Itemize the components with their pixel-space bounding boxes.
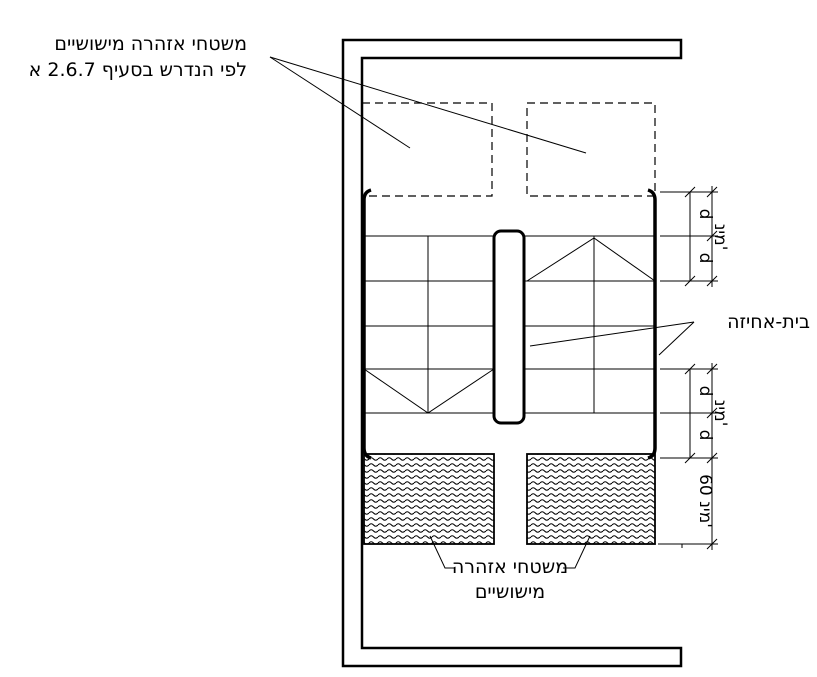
top-leader-right (269, 56, 587, 154)
bottom-warning-zone-left (363, 453, 495, 545)
top-warning-zone-left (361, 102, 493, 197)
bottom-warning-label-line2: מישושיים (475, 581, 545, 603)
bottom-warning-label-line1: משטחי אזהרה (452, 556, 568, 578)
handrail-leader-2 (658, 321, 695, 356)
outer-wall (341, 38, 683, 668)
dim-d-label: d (695, 209, 715, 220)
bottom-leader-left (429, 535, 455, 569)
bottom-leader-right (563, 535, 591, 569)
dim-min-label: מינ' (710, 224, 730, 251)
dim-60-min-label: 60 מינ' (695, 474, 715, 528)
handrail-label: בית-אחיזה (727, 311, 810, 333)
dimension-lines (658, 186, 718, 550)
stair-direction-down (363, 368, 495, 414)
center-handrail (492, 229, 526, 425)
top-warning-zone-right (526, 102, 656, 197)
top-leader-left (269, 56, 411, 149)
dim-d-label: d (695, 386, 715, 397)
top-warning-label-line2: לפי הנדרש בסעיף 2.6.7 א (29, 59, 247, 81)
right-handrail (647, 188, 657, 460)
bottom-warning-zone-right (526, 453, 656, 545)
left-handrail (362, 188, 372, 460)
stair-direction-up (526, 237, 656, 282)
handrail-leader-1 (529, 321, 695, 347)
top-warning-label-line1: משטחי אזהרה מישושיים (54, 33, 247, 55)
dim-d-label: d (695, 253, 715, 264)
dim-d-label: d (695, 430, 715, 441)
dim-min-label: מינ' (710, 400, 730, 427)
